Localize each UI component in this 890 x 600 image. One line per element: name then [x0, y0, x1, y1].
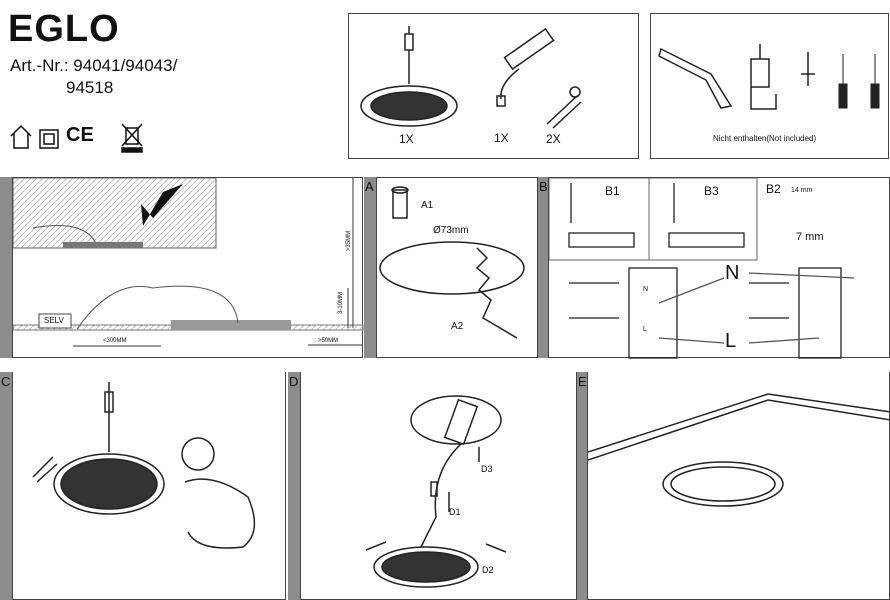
terminal-l-label: L	[643, 326, 647, 333]
article-numbers-line2: 94518	[66, 78, 114, 97]
section-d-mounting: D3 D1 D2	[300, 372, 577, 600]
d2-label: D2	[482, 565, 494, 575]
section-e-strip	[577, 372, 587, 600]
selv-label: SELV	[44, 316, 64, 325]
b1-label: B1	[605, 184, 620, 198]
section-d-strip	[288, 372, 300, 600]
ceiling-inset	[13, 178, 217, 249]
d1-label: D1	[449, 507, 461, 517]
dim-height: >35MM	[346, 230, 353, 252]
dim-cable: <300MM	[103, 338, 127, 344]
strip-short-label: 7 mm	[796, 231, 824, 243]
tools-caption: Nicht enthalten(Not included)	[713, 134, 817, 143]
article-label: Art.-Nr.:	[10, 56, 69, 75]
section-a-label: A	[365, 179, 374, 194]
checkmark-icon	[141, 184, 183, 226]
section-e-finished	[587, 372, 890, 600]
section-strip	[0, 177, 12, 358]
section-e-label: E	[578, 374, 587, 389]
driver-drawing	[496, 27, 555, 107]
tools-not-included: Nicht enthalten(Not included)	[650, 13, 889, 159]
section-c-clips	[12, 372, 286, 600]
a2-label: A2	[451, 321, 464, 332]
section-b-wiring: B1 B3 B2 14 mm 7 mm N L N L	[548, 177, 890, 359]
b2-label: B2	[766, 182, 781, 196]
section-b-strip	[538, 177, 548, 358]
neutral-label: N	[725, 262, 740, 284]
strip-long-label: 14 mm	[791, 187, 813, 194]
section-c-label: C	[1, 374, 11, 389]
certification-icons	[10, 123, 143, 153]
screwdriver-icon	[838, 54, 880, 109]
spring-clip-drawing	[546, 86, 582, 129]
installation-diagram: SELV >35MM 3-10MM <300MM >50MM	[12, 177, 364, 358]
article-numbers: Art.-Nr.: 94041/94043/ 94518	[10, 55, 177, 99]
ce-mark-icon: CE	[66, 124, 94, 146]
dim-gap: 3-10MM	[338, 291, 345, 315]
b3-label: B3	[704, 184, 719, 198]
a1-label: A1	[421, 200, 434, 211]
drill-icon	[750, 44, 777, 110]
terminal-n-label: N	[643, 286, 649, 293]
weee-bin-icon	[121, 123, 143, 153]
led-panel-drawing	[360, 26, 458, 127]
saw-icon	[658, 47, 733, 109]
section-d-label: D	[289, 374, 299, 389]
brand-logo: EGLO	[8, 8, 120, 50]
section-a-cutout: A1 Ø73mm A2	[376, 177, 538, 358]
live-label: L	[725, 330, 737, 352]
qty-clips: 2X	[546, 132, 561, 146]
indoor-house-icon	[10, 124, 32, 149]
dim-edge: >50MM	[318, 338, 339, 344]
d3-label: D3	[481, 464, 493, 474]
qty-panel: 1X	[399, 132, 414, 146]
section-a-strip	[364, 177, 376, 358]
section-c-strip	[0, 372, 12, 600]
section-b-label: B	[539, 179, 548, 194]
package-contents: 1X 1X 2X	[348, 13, 639, 159]
screw-anchor-icon	[801, 52, 815, 86]
protection-class-ii-icon	[39, 129, 59, 149]
article-numbers-line1: 94041/94043/	[73, 56, 178, 75]
qty-driver: 1X	[494, 131, 509, 145]
diameter-label: Ø73mm	[433, 225, 469, 236]
